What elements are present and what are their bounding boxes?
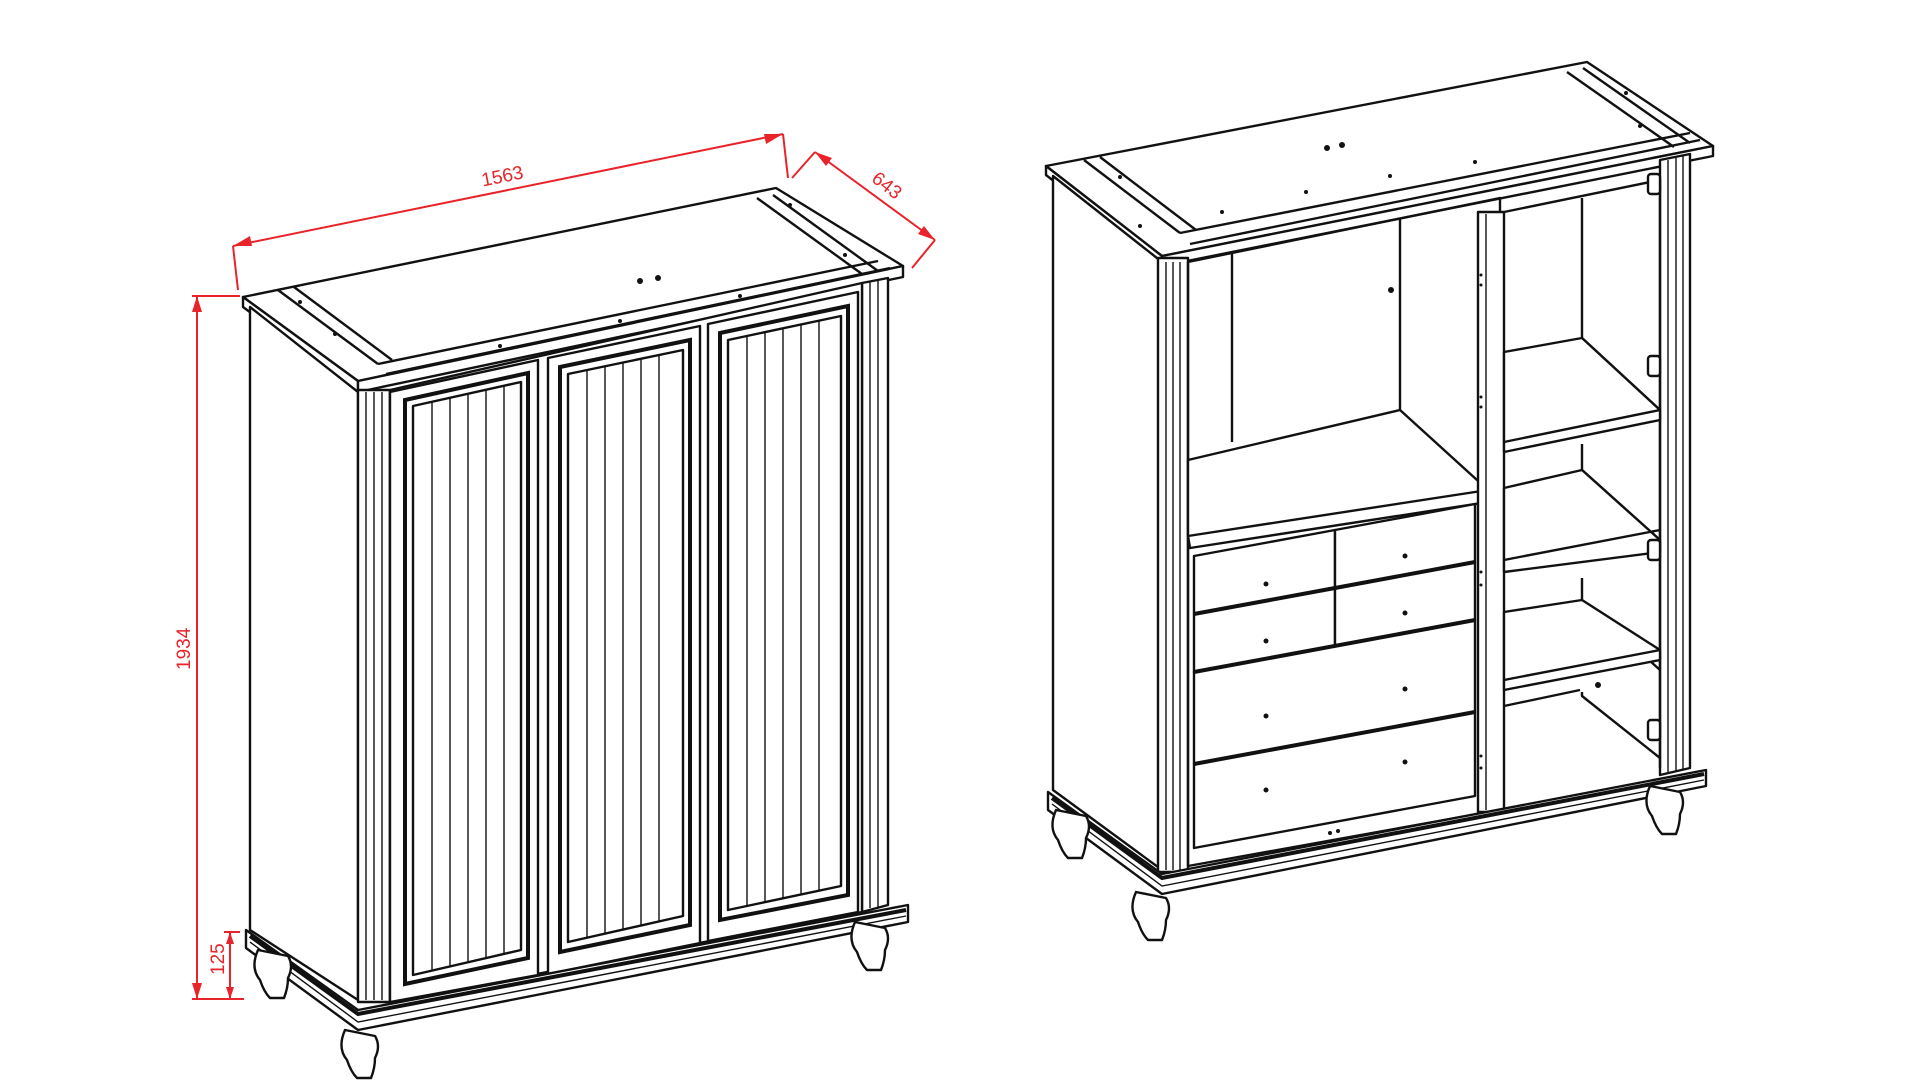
right-shelf: [1502, 336, 1662, 454]
depth-label: 643: [867, 168, 905, 204]
side-panel: [248, 305, 360, 1002]
leg: [253, 948, 293, 1000]
side-panel: [1051, 174, 1164, 872]
door-right: [706, 290, 860, 943]
plinth: [1046, 768, 1708, 896]
leg: [1131, 890, 1171, 942]
drawers: [1192, 502, 1477, 850]
plinth: [244, 903, 910, 1032]
height-label: 1934: [174, 627, 195, 670]
top-board: [1044, 60, 1715, 258]
right-pilaster: [1658, 152, 1692, 777]
door-left: [388, 358, 540, 1004]
leg: [850, 920, 890, 972]
closed-wardrobe-view: [241, 186, 910, 1080]
hinge: [1646, 538, 1662, 562]
leg: [340, 1028, 380, 1080]
leg: [1645, 784, 1685, 836]
open-wardrobe-view: [1044, 60, 1715, 942]
right-pilaster: [860, 276, 890, 914]
leg-height-label: 125: [208, 943, 229, 975]
leg: [1051, 808, 1091, 860]
hinge: [1646, 718, 1662, 742]
hinge: [1646, 354, 1662, 378]
hinges: [1646, 172, 1662, 742]
hinge: [1646, 172, 1662, 196]
center-divider: [1476, 210, 1506, 814]
door-middle: [546, 324, 702, 976]
